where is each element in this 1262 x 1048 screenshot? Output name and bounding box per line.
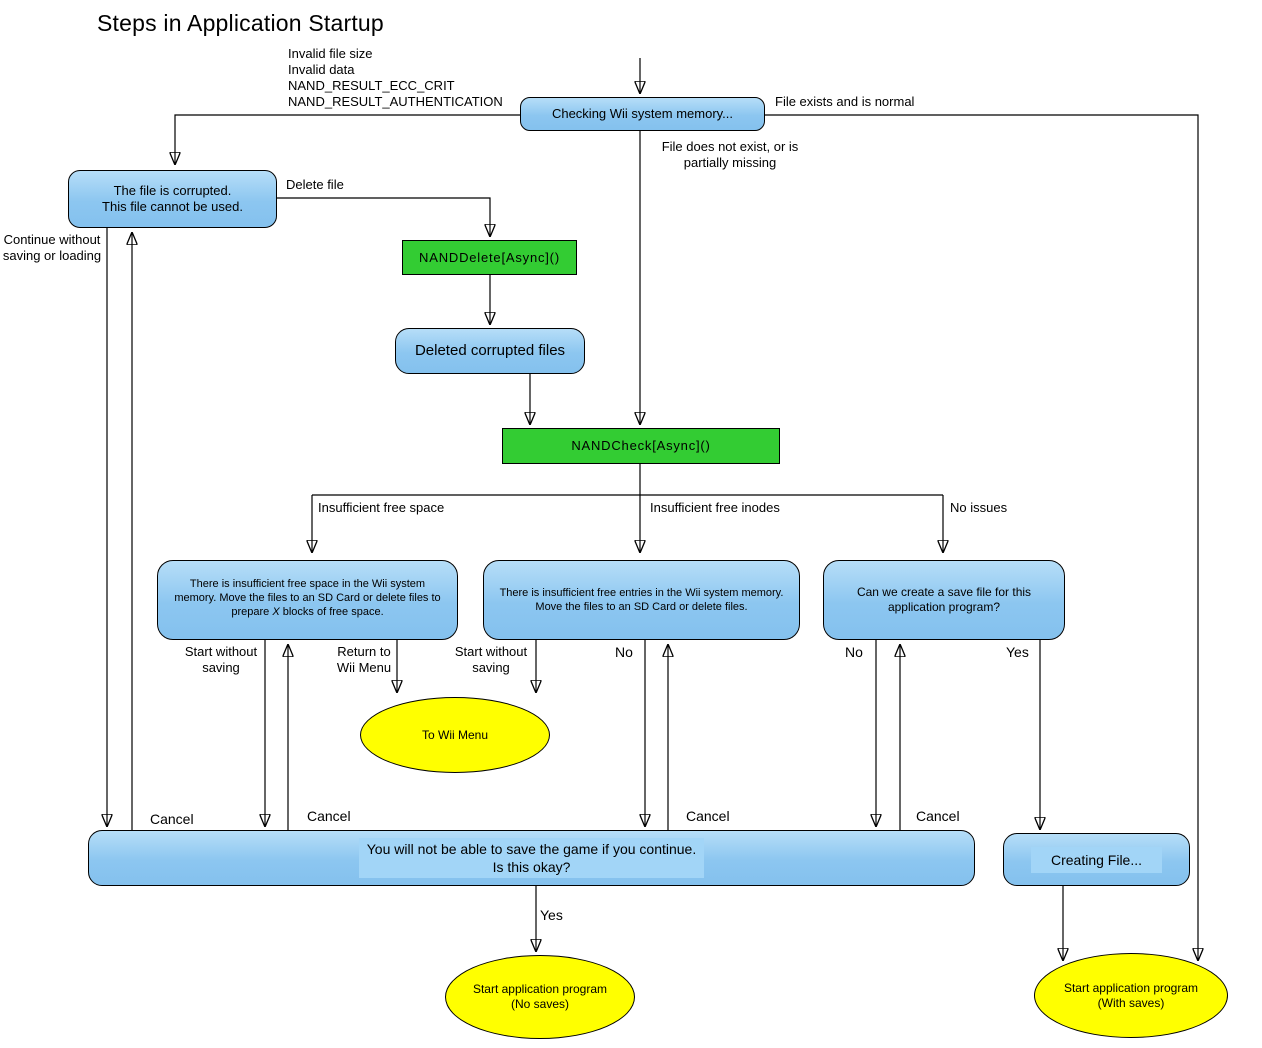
edge-label-insufficient-free-inodes: Insufficient free inodes [650,500,780,515]
node-to-wii-menu: To Wii Menu [360,697,550,773]
edge-label-insufficient-free-space: Insufficient free space [318,500,445,515]
edge-label-delete-file: Delete file [286,177,344,192]
insufficient-space-text-after: blocks of free space. [279,606,384,618]
edge-label-no-issues: No issues [950,500,1008,515]
edge-label-start-without-saving-2: Start without saving [454,644,528,675]
edge-label-yes-right: Yes [1006,644,1029,660]
node-nand-check: NANDCheck[Async]() [502,428,780,464]
edge-label-file-missing: File does not exist, or is partially mis… [661,139,799,170]
edge-label-cancel-3: Cancel [686,808,730,824]
node-insufficient-free-inodes: There is insufficient free entries in th… [483,560,800,640]
node-start-with-saves: Start application program (With saves) [1034,953,1228,1038]
edge-label-yes-bottom: Yes [540,907,563,923]
edge-label-invalid-reasons: Invalid file size Invalid data NAND_RESU… [288,46,503,109]
edge-label-start-without-saving-1: Start without saving [184,644,258,675]
node-checking-wii-system-memory: Checking Wii system memory... [520,97,765,131]
edge-label-cancel-1: Cancel [150,811,194,827]
edge-label-return-to-wii-menu: Return to Wii Menu [336,644,392,675]
node-file-corrupted: The file is corrupted. This file cannot … [68,170,277,228]
page-title: Steps in Application Startup [97,10,384,36]
edge-label-cancel-2: Cancel [307,808,351,824]
edge-label-continue-without-saving: Continue without saving or loading [2,232,102,263]
node-cannot-save-warning: You will not be able to save the game if… [88,830,975,886]
node-deleted-corrupted-files: Deleted corrupted files [395,328,585,374]
edge-corrupted-to-nanddelete [277,197,490,236]
edge-label-cancel-4: Cancel [916,808,960,824]
node-can-create-save-file: Can we create a save file for this appli… [823,560,1065,640]
insufficient-space-text: There is insufficient free space in the … [174,578,441,618]
cannot-save-warning-text: You will not be able to save the game if… [358,838,705,878]
edge-checking-to-corrupted [175,114,520,164]
node-insufficient-free-space: There is insufficient free space in the … [157,560,458,640]
edge-label-no-right: No [845,644,863,660]
node-nand-delete: NANDDelete[Async]() [402,240,577,275]
insufficient-space-x-placeholder: X [272,606,280,618]
node-creating-file: Creating File... [1003,833,1190,886]
edge-label-no-left: No [615,644,633,660]
edge-label-file-exists: File exists and is normal [775,94,915,109]
node-start-no-saves: Start application program (No saves) [445,955,635,1039]
creating-file-text: Creating File... [1030,846,1163,873]
